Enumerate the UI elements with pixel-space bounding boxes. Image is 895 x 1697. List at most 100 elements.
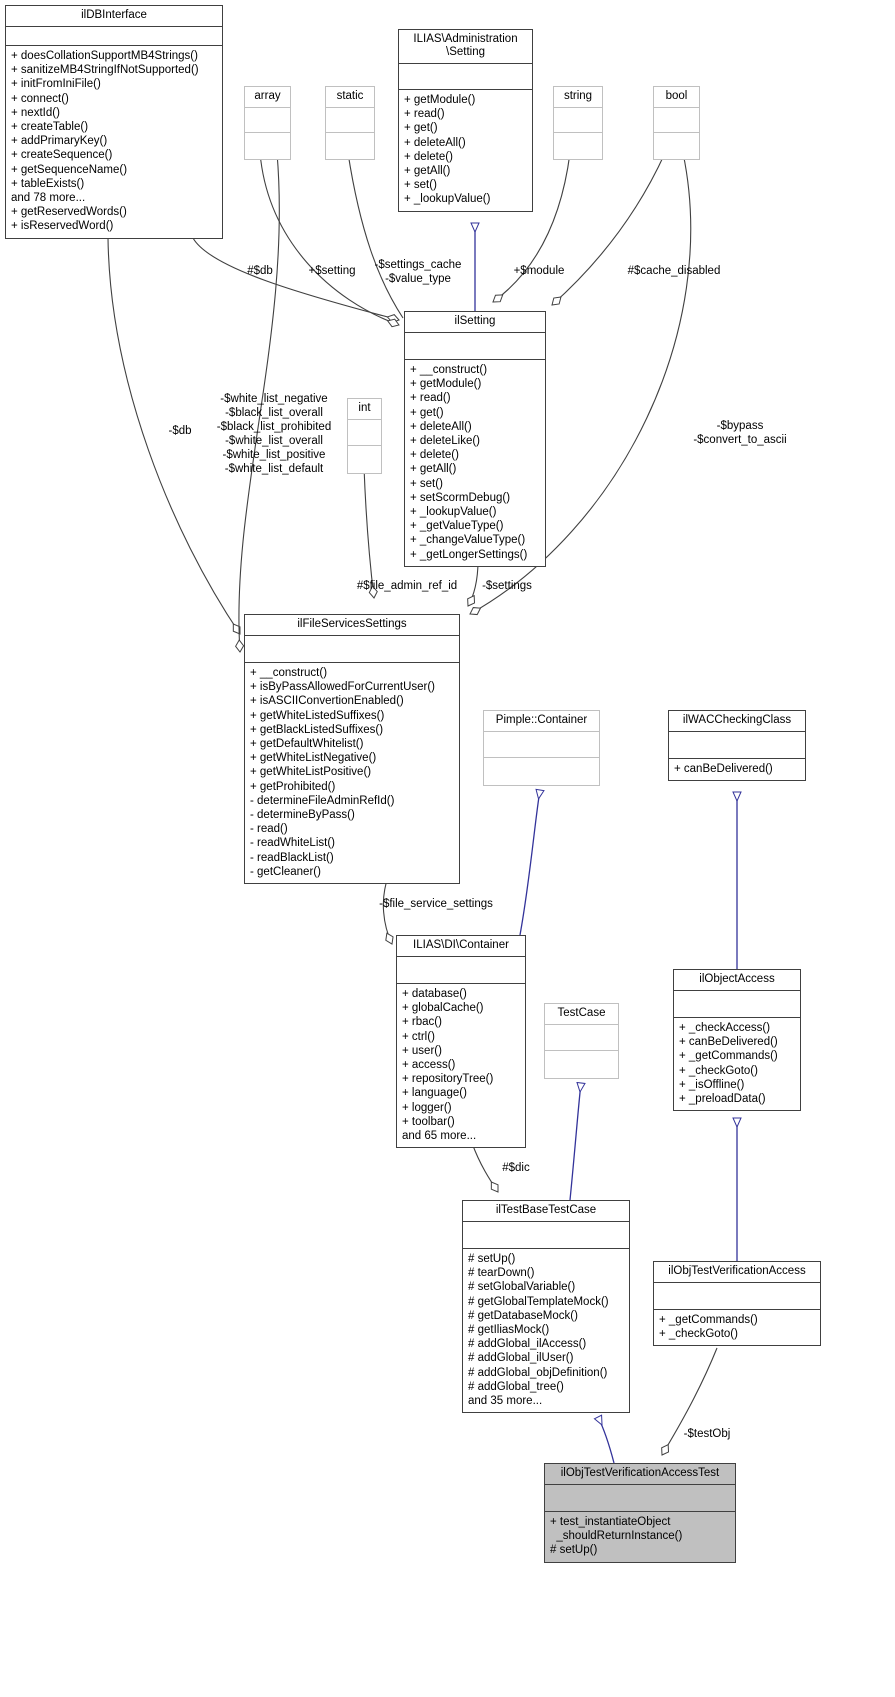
class-operations [348, 446, 381, 473]
operation: # addGlobal_tree() [468, 1380, 564, 1393]
class-attributes [405, 333, 545, 359]
class-title: ILIAS\DI\Container [413, 939, 509, 951]
class-operations [245, 133, 290, 159]
class-operations: + _getCommands() + _checkGoto() [654, 1310, 820, 1345]
class-title: ilObjTestVerificationAccess [668, 1265, 806, 1277]
edge-label-bypass-ascii: -$bypass -$convert_to_ascii [693, 420, 787, 446]
class-attributes [654, 108, 699, 132]
operation: + getWhiteListPositive() [250, 766, 372, 779]
operation: + setScormDebug() [410, 491, 511, 504]
operation: + isASCIIConvertionEnabled() [250, 695, 404, 708]
class-title: ilObjectAccess [699, 973, 775, 985]
operation: + isReservedWord() [11, 220, 114, 233]
operation: + toolbar() [402, 1115, 455, 1128]
edge-label-setting: +$setting [308, 265, 356, 277]
class-operations [654, 133, 699, 159]
edge-label-file-service-settings: -$file_service_settings [379, 898, 493, 910]
class-node-ilsetting[interactable]: ilSetting + __construct() + getModule() … [404, 311, 546, 567]
operation: + connect() [11, 92, 69, 105]
operation: + deleteLike() [410, 435, 480, 448]
class-operations [326, 133, 374, 159]
operation: + repositoryTree() [402, 1073, 494, 1086]
operation: + _getLongerSettings() [410, 548, 528, 561]
class-node-static[interactable]: static [325, 86, 375, 160]
class-operations [484, 758, 599, 785]
class-node-int[interactable]: int [347, 398, 382, 474]
operation: + getAll() [410, 463, 457, 476]
operation-more: and 65 more... [402, 1130, 477, 1143]
operation: + logger() [402, 1101, 452, 1114]
class-node-ilobjtestverificationaccesstest[interactable]: ilObjTestVerificationAccessTest + test_i… [544, 1463, 736, 1563]
operation: # addGlobal_objDefinition() [468, 1366, 608, 1379]
operation: + getReservedWords() [11, 206, 127, 219]
class-operations: + database() + globalCache() + rbac() + … [397, 984, 525, 1147]
operation: + _checkAccess() [679, 1022, 771, 1034]
operation: # tearDown() [468, 1267, 535, 1280]
operation: + canBeDelivered() [679, 1036, 778, 1049]
operation: + _lookupValue() [410, 506, 497, 519]
operation: - getCleaner() [250, 865, 321, 878]
class-attributes [348, 420, 381, 445]
operation: - readBlackList() [250, 851, 334, 864]
class-node-ildbinterface[interactable]: ilDBInterface + doesCollationSupportMB4S… [5, 5, 223, 239]
operation: + deleteAll() [410, 420, 472, 433]
class-title: ilSetting [454, 315, 496, 327]
operation: + get() [410, 406, 444, 419]
edge-label-cache-disabled: #$cache_disabled [627, 265, 721, 277]
operation: + _getCommands() [679, 1050, 778, 1063]
operation: + getSequenceName() [11, 163, 128, 176]
class-attributes [397, 957, 525, 983]
operation: + getWhiteListNegative() [250, 752, 377, 765]
operation: + getDefaultWhitelist() [250, 738, 364, 751]
operation: + delete() [404, 150, 453, 163]
operation: + getModule() [410, 378, 482, 391]
class-node-ilias-administration-setting[interactable]: ILIAS\Administration \Setting + getModul… [398, 29, 533, 212]
class-attributes [654, 1283, 820, 1309]
class-node-testcase[interactable]: TestCase [544, 1003, 619, 1079]
operation: + access() [402, 1059, 456, 1072]
operation: + database() [402, 988, 467, 1000]
class-node-ilobjtestverificationaccess[interactable]: ilObjTestVerificationAccess + _getComman… [653, 1261, 821, 1347]
class-operations: + canBeDelivered() [669, 759, 805, 780]
class-attributes [463, 1222, 629, 1248]
operation: # setGlobalVariable() [468, 1281, 576, 1294]
edge-label-settings: -$settings [482, 580, 532, 592]
operation: + delete() [410, 449, 459, 462]
class-title: ILIAS\Administration \Setting [413, 33, 518, 58]
class-title: ilWACCheckingClass [682, 714, 792, 726]
class-node-string[interactable]: string [553, 86, 603, 160]
edge-label-test-obj: -$testObj [683, 1428, 731, 1440]
class-title: ilDBInterface [81, 9, 147, 21]
operation: + initFromIniFile() [11, 78, 101, 91]
class-node-pimple-container[interactable]: Pimple::Container [483, 710, 600, 786]
operation: + createTable() [11, 121, 89, 134]
operation: # setUp() [550, 1544, 598, 1557]
operation: + getModule() [404, 94, 476, 106]
class-attributes [245, 108, 290, 132]
class-node-bool[interactable]: bool [653, 86, 700, 160]
class-node-iltestbasetestcase[interactable]: ilTestBaseTestCase # setUp() # tearDown(… [462, 1200, 630, 1414]
operation: + canBeDelivered() [674, 763, 773, 775]
operation: + _getCommands() [659, 1314, 758, 1326]
class-node-array[interactable]: array [244, 86, 291, 160]
class-node-ilias-di-container[interactable]: ILIAS\DI\Container + database() + global… [396, 935, 526, 1149]
class-attributes [545, 1485, 735, 1511]
operation: + createSequence() [11, 149, 113, 162]
operation-more: and 35 more... [468, 1395, 543, 1408]
edge-label-white-black-lists: -$white_list_negative -$black_list_overa… [216, 393, 332, 475]
operation: + _checkGoto() [659, 1328, 738, 1341]
class-title: bool [665, 90, 688, 102]
operation: + _changeValueType() [410, 534, 526, 547]
operation: + test_instantiateObject [550, 1516, 671, 1528]
class-title: ilObjTestVerificationAccessTest [560, 1467, 720, 1479]
class-operations: + test_instantiateObject _shouldReturnIn… [545, 1512, 735, 1562]
operation: - read() [250, 823, 288, 836]
class-node-ilwaccheckingclass[interactable]: ilWACCheckingClass + canBeDelivered() [668, 710, 806, 782]
class-node-ilobjectaccess[interactable]: ilObjectAccess + _checkAccess() + canBeD… [673, 969, 801, 1112]
operation: - readWhiteList() [250, 837, 335, 850]
class-title: string [563, 90, 593, 102]
class-node-ilfileservicessettings[interactable]: ilFileServicesSettings + __construct() +… [244, 614, 460, 885]
class-attributes [484, 732, 599, 757]
operation: + user() [402, 1044, 442, 1057]
